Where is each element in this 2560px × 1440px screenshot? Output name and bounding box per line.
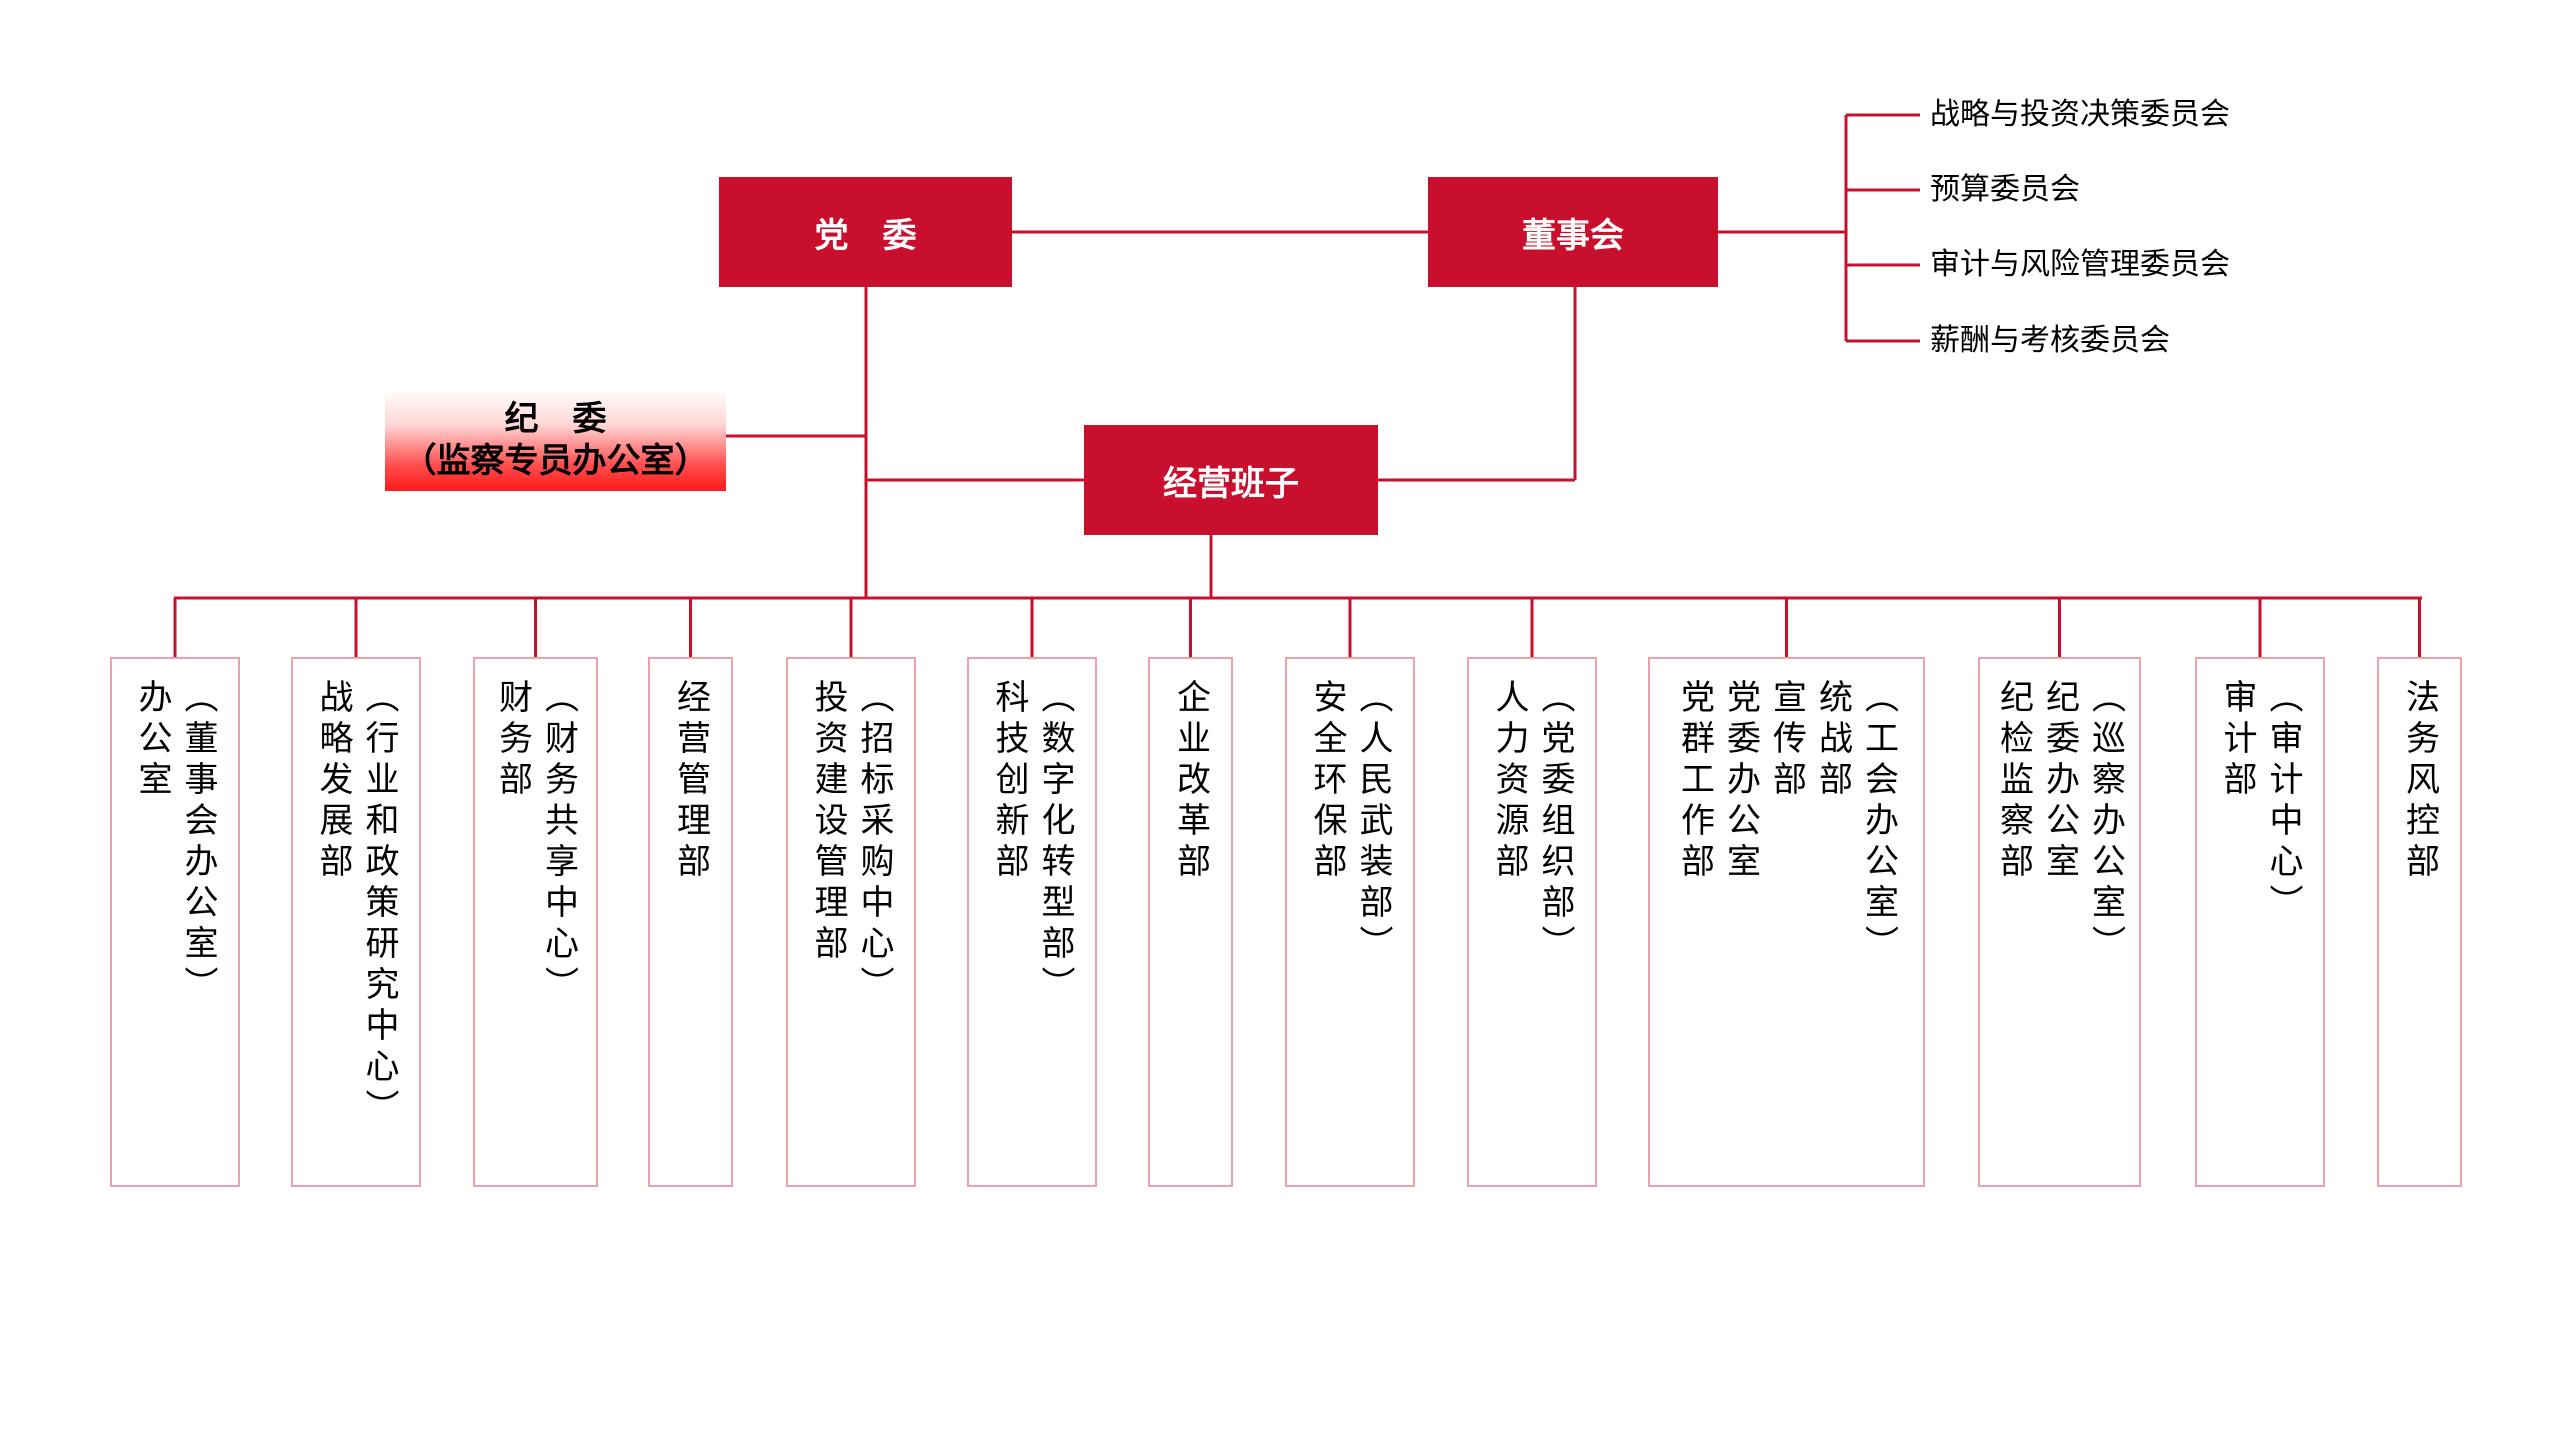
discipline-committee-box[interactable]: 纪 委 （监察专员办公室） — [385, 389, 726, 491]
department-label: 审计部 — [2217, 679, 2257, 802]
dept-board-office[interactable]: （董事会办公室）办公室 — [110, 657, 240, 1187]
dept-strategy[interactable]: （行业和政策研究中心）战略发展部 — [291, 657, 421, 1187]
dept-hr[interactable]: （党委组织部）人力资源部 — [1467, 657, 1597, 1187]
dept-safety[interactable]: （人民武装部）安全环保部 — [1285, 657, 1415, 1187]
department-label: 投资建设管理部 — [808, 679, 848, 966]
dept-reform[interactable]: 企业改革部 — [1148, 657, 1233, 1187]
department-label: 经营管理部 — [670, 679, 711, 884]
department-label: （数字化转型部） — [1035, 679, 1075, 1007]
committee-budget[interactable]: 预算委员会 — [1930, 172, 2080, 207]
department-label: 人力资源部 — [1489, 679, 1529, 884]
committee-compensation[interactable]: 薪酬与考核委员会 — [1930, 323, 2170, 358]
management-box[interactable]: 经营班子 — [1084, 425, 1378, 535]
dept-discipline[interactable]: （巡察办公室）纪委办公室纪检监察部 — [1978, 657, 2141, 1187]
dept-investment[interactable]: （招标采购中心）投资建设管理部 — [786, 657, 916, 1187]
department-label: （财务共享中心） — [538, 679, 579, 1007]
department-label: 党群工作部 — [1674, 679, 1715, 884]
department-label: （党委组织部） — [1535, 679, 1575, 966]
discipline-title: 纪 委 — [504, 399, 607, 439]
dept-finance[interactable]: （财务共享中心）财务部 — [473, 657, 598, 1187]
department-label: （巡察办公室） — [2085, 679, 2126, 966]
committee-audit-risk[interactable]: 审计与风险管理委员会 — [1930, 247, 2230, 282]
dept-operations[interactable]: 经营管理部 — [648, 657, 733, 1187]
board-box[interactable]: 董事会 — [1428, 177, 1718, 287]
department-label: 科技创新部 — [989, 679, 1029, 884]
department-label: 纪委办公室 — [2039, 679, 2080, 884]
dept-legal[interactable]: 法务风控部 — [2377, 657, 2462, 1187]
department-label: 办公室 — [132, 679, 172, 802]
department-label: （人民武装部） — [1353, 679, 1393, 966]
department-label: （董事会办公室） — [178, 679, 218, 1007]
department-label: 战略发展部 — [313, 679, 353, 884]
department-label: （行业和政策研究中心） — [359, 679, 399, 1130]
department-label: （招标采购中心） — [854, 679, 894, 1007]
department-label: 财务部 — [492, 679, 533, 802]
department-label: 安全环保部 — [1307, 679, 1347, 884]
department-label: 党委办公室 — [1720, 679, 1761, 884]
dept-tech[interactable]: （数字化转型部）科技创新部 — [967, 657, 1097, 1187]
department-label: 法务风控部 — [2399, 679, 2440, 884]
department-label: 宣传部 — [1766, 679, 1807, 802]
discipline-subtitle: （监察专员办公室） — [402, 441, 709, 481]
committee-strategy[interactable]: 战略与投资决策委员会 — [1930, 97, 2230, 132]
party-committee-box[interactable]: 党 委 — [719, 177, 1012, 287]
department-label: （审计中心） — [2263, 679, 2303, 925]
department-label: 企业改革部 — [1170, 679, 1211, 884]
department-label: 统战部 — [1812, 679, 1853, 802]
department-label: 纪检监察部 — [1993, 679, 2034, 884]
department-label: （工会办公室） — [1858, 679, 1899, 966]
dept-audit[interactable]: （审计中心）审计部 — [2195, 657, 2325, 1187]
dept-party[interactable]: （工会办公室）统战部宣传部党委办公室党群工作部 — [1648, 657, 1925, 1187]
